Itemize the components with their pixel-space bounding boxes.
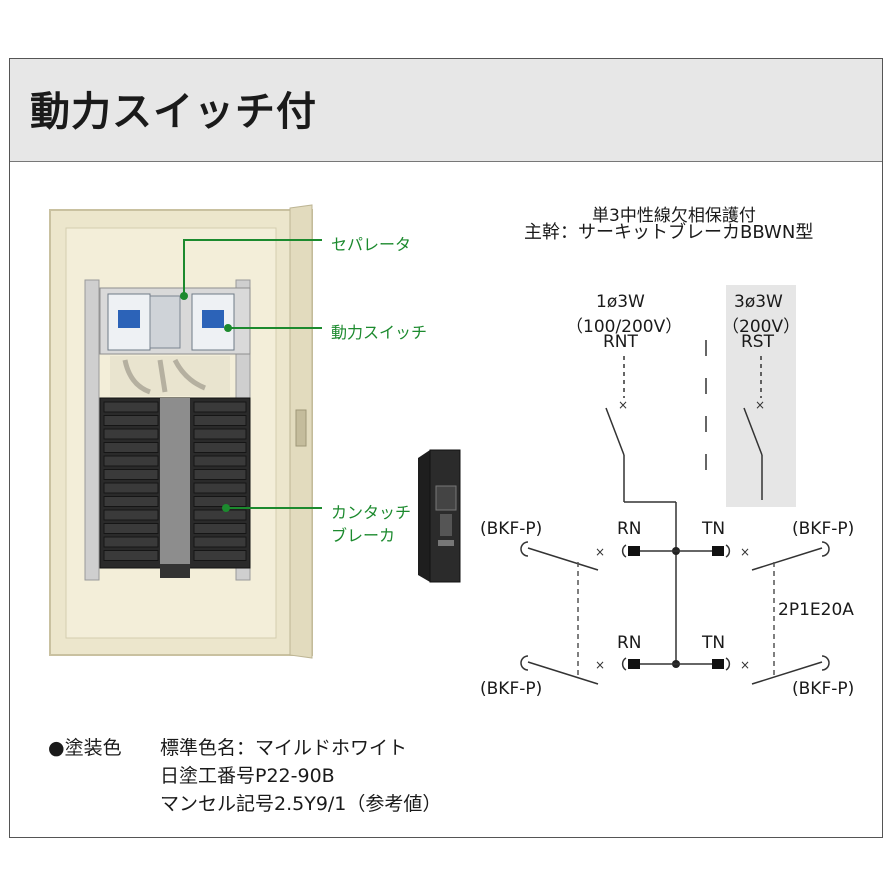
callout-line-separator [183,239,322,296]
rn-x-bottom: × [595,658,605,672]
callout-separator: セパレータ [331,235,412,254]
callout-dot-separator [180,292,188,300]
tn-contact-bottom [725,657,731,671]
callout-breaker-line2: ブレーカ [331,526,396,545]
branch-breaker-row [103,401,159,413]
right-source-x: × [755,398,765,412]
branch-breaker-row [103,482,159,494]
bkf-right-bottom-blade [751,661,823,685]
bkf-left-bottom-blade [527,661,599,685]
breaker-rows [103,401,247,561]
left-source-line3: RNT [603,332,638,352]
branch-breaker-row [103,415,159,426]
left-main-switch [605,407,625,456]
rn-contact-top [621,544,627,558]
rn-terminal-top [628,546,640,556]
branch-breaker-row [103,469,159,480]
right-source-line3: RST [741,332,774,352]
bkf-label-top-left: (BKF-P) [480,519,543,539]
branch-breaker-row [193,523,247,534]
tn-x-bottom: × [740,658,750,672]
header-bar: 動力スイッチ付 [10,59,882,162]
paint-line3: マンセル記号2.5Y9/1（参考値） [160,793,442,815]
branch-breaker-row [193,496,247,507]
bkf-left-top-contact [520,541,529,557]
bkf-label-top-right: (BKF-P) [792,519,855,539]
bkf-label-bottom-left: (BKF-P) [480,679,543,699]
branch-breaker-row [193,550,247,561]
branch-breaker-row [103,523,159,534]
branch-rating: 2P1E20A [778,600,854,620]
rn-label-top: RN [617,519,642,539]
branch-breaker-row [103,455,159,467]
tn-label-bottom: TN [702,633,726,653]
branch-breaker-row [103,496,159,507]
diagram-subtitle-small: 単3中性線欠相保護付 [592,206,756,226]
tn-terminal-top [712,546,724,556]
main-breaker-handle [118,310,140,328]
tn-terminal-bottom [712,659,724,669]
left-source-line2: （100/200V） [566,317,683,337]
branch-breaker-row [193,469,247,480]
right-source-line1: 3ø3W [734,292,783,312]
branch-breaker-row [103,428,159,440]
paint-line1: 標準色名：マイルドホワイト [160,737,408,759]
branch-breaker-row [103,536,159,548]
bkf-left-bottom-contact [520,655,529,671]
branch-breaker-row [193,428,247,440]
branch-breaker-row [193,455,247,467]
rn-terminal-bottom [628,659,640,669]
branch-breaker-row [103,442,159,453]
wiring [122,358,206,395]
left-source-line1: 1ø3W [596,292,645,312]
branch-breaker-row [103,550,159,561]
callout-dot-power-switch [224,324,232,332]
rn-label-bottom: RN [617,633,642,653]
paint-line2: 日塗工番号P22-90B [160,765,335,787]
branch-breaker-row [193,415,247,426]
diagram-subtitle-main: 主幹：サーキットブレーカBBWN型 [524,222,814,243]
rn-contact-bottom [621,657,627,671]
branch-breaker-row [193,442,247,453]
left-rail [84,279,100,581]
tn-contact-top [725,544,731,558]
tn-label-top: TN [702,519,726,539]
left-source-x: × [618,398,628,412]
branch-breaker-row [193,536,247,548]
kantouch-breaker-product [418,449,461,583]
branch-breaker-row [193,509,247,521]
branch-breaker-row [103,509,159,521]
door-latch [295,409,307,447]
right-power-switch [743,407,763,456]
right-source-line2: （200V） [722,317,801,337]
bottom-terminal [160,564,190,578]
callout-breaker-line1: カンタッチ [331,503,412,522]
bus-bar [160,398,190,568]
bkf-right-top-blade [751,547,823,571]
callout-dot-breaker [222,504,230,512]
bkf-label-bottom-right: (BKF-P) [792,679,855,699]
rn-x-top: × [595,545,605,559]
bkf-right-top-contact [821,541,830,557]
page-title: 動力スイッチ付 [30,89,317,135]
tn-x-top: × [740,545,750,559]
bkf-right-bottom-contact [821,655,830,671]
power-switch-handle [202,310,224,328]
power-switch [191,293,235,351]
separator [149,295,181,349]
bkf-left-top-blade [527,547,599,571]
callout-power-switch: 動力スイッチ [331,323,428,342]
paint-bullet-label: ●塗装色 [48,737,122,759]
branch-breaker-row [193,482,247,494]
branch-breaker-row [193,401,247,413]
